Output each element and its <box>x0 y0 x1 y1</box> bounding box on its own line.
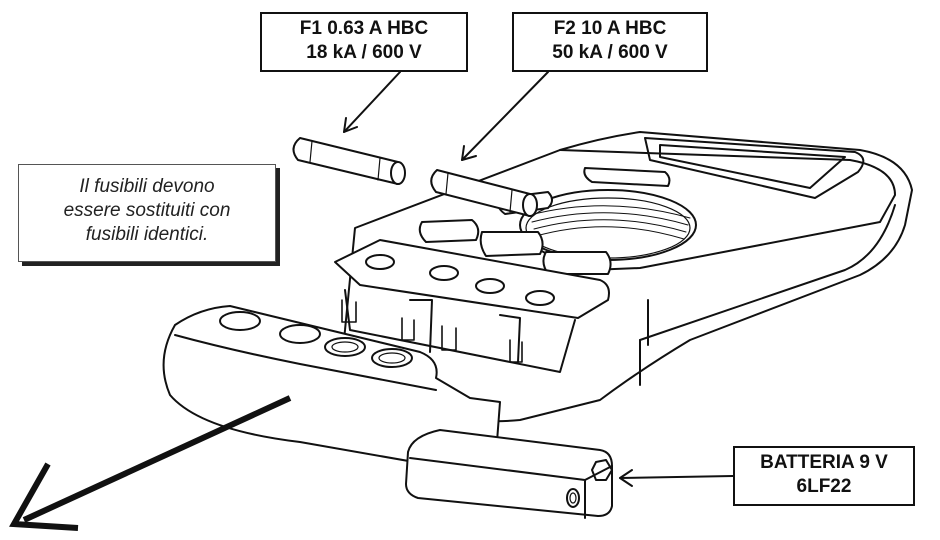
terminal-jack <box>365 254 395 270</box>
note-line1: Il fusibili devono <box>79 176 215 197</box>
removal-arrow <box>9 395 292 531</box>
contact-clips <box>341 299 523 363</box>
cover-hole <box>219 311 261 331</box>
fuse-f2 <box>430 169 538 217</box>
display-inner <box>659 144 846 189</box>
top-button <box>583 167 671 187</box>
display-window <box>644 137 865 199</box>
cover-hole <box>279 324 321 344</box>
battery-label: BATTERIA 9 V 6LF22 <box>733 446 915 506</box>
battery-label-line2: 6LF22 <box>796 476 852 497</box>
fuse-replacement-note: Il fusibili devono essere sostituiti con… <box>18 164 276 262</box>
battery-9v <box>405 429 613 517</box>
body-side-edge <box>639 204 896 341</box>
fuse-f1-label-line1: F1 0.63 A HBC <box>299 18 429 39</box>
arrow-fuse-f2 <box>461 71 549 161</box>
dial-ribs <box>529 205 691 240</box>
terminal-panel <box>334 239 610 319</box>
battery-terminal-hex <box>591 459 613 481</box>
fuse-f1 <box>292 137 406 185</box>
button-right <box>542 251 612 275</box>
note-line2: essere sostituiti con <box>63 200 231 221</box>
body-bottom-edge <box>639 299 649 386</box>
button-left <box>418 219 480 243</box>
note-line3: fusibili identici. <box>85 224 209 245</box>
cover-rim <box>174 334 437 391</box>
battery-terminal-round-inner <box>569 492 577 504</box>
fuse-f1-label-line2: 18 kA / 600 V <box>306 42 422 63</box>
terminal-jack <box>429 265 459 281</box>
button-middle <box>479 231 544 257</box>
compartment-wall <box>409 299 521 363</box>
terminal-jack <box>525 290 555 306</box>
fuse-f1-label: F1 0.63 A HBC 18 kA / 600 V <box>260 12 468 72</box>
cover-hole <box>371 348 413 368</box>
battery-label-line1: BATTERIA 9 V <box>760 452 888 473</box>
internal-compartment <box>344 289 576 373</box>
arrow-battery <box>619 469 734 487</box>
battery-edge <box>409 457 613 519</box>
battery-terminal-round <box>566 488 580 508</box>
arrow-fuse-f1 <box>343 71 401 133</box>
fuse-f2-label-line2: 50 kA / 600 V <box>552 42 668 63</box>
cover-hole <box>324 337 366 357</box>
fuse-f2-label-line1: F2 10 A HBC <box>553 18 667 39</box>
terminal-jack <box>475 278 505 294</box>
fuse-f2-label: F2 10 A HBC 50 kA / 600 V <box>512 12 708 72</box>
cover-hole-inner <box>378 352 406 364</box>
cover-hole-inner <box>331 341 359 353</box>
